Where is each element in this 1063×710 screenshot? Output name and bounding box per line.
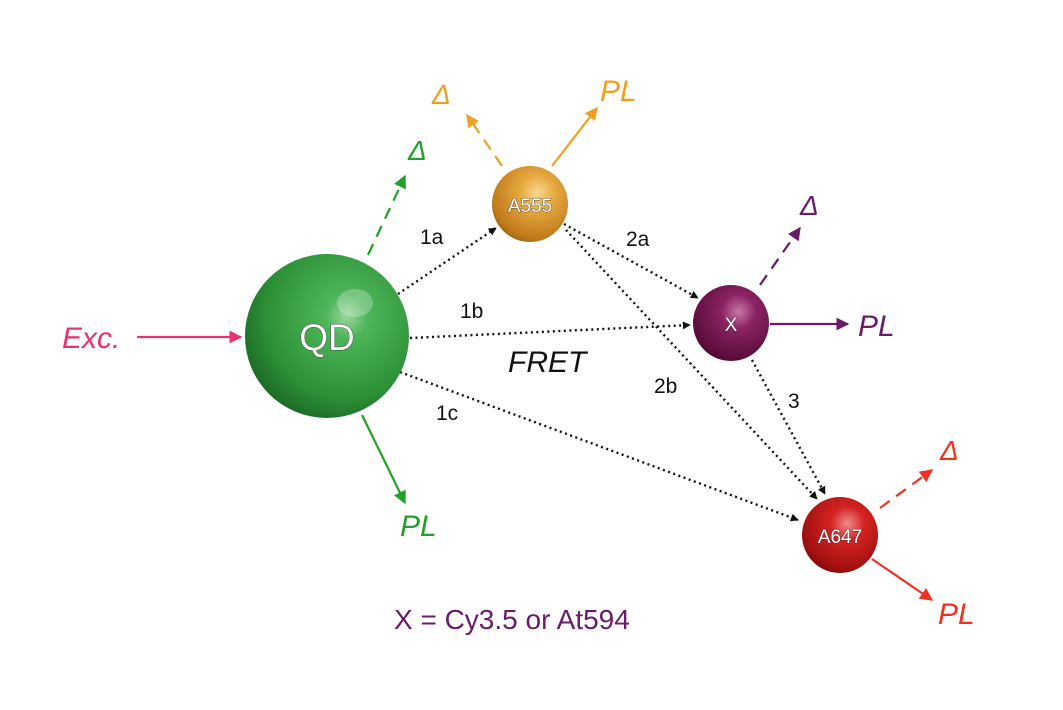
a647-delta-label: Δ: [939, 435, 959, 466]
a647-node: A647: [802, 497, 878, 573]
path-label-1a: 1a: [420, 226, 444, 249]
fret-path-3: [750, 359, 827, 495]
x-delta-label: Δ: [799, 190, 819, 221]
fret-path-1b: [409, 321, 691, 340]
a647-pl-arrow: [871, 558, 934, 601]
path-label-2b: 2b: [654, 375, 677, 398]
qd-pl-arrow: [361, 414, 406, 505]
qd-delta-label: Δ: [407, 135, 427, 166]
fret-path-2b: [565, 229, 818, 500]
a555-node: A555: [492, 166, 568, 242]
a555-pl-arrow: [551, 106, 598, 167]
x-heat-arrow: [759, 226, 801, 286]
a555-pl-label: PL: [600, 75, 637, 108]
path-label-3: 3: [788, 390, 800, 413]
x-node: X: [693, 285, 769, 361]
a647-label: A647: [818, 527, 862, 548]
a647-heat-arrow: [879, 469, 934, 509]
x-label: X: [725, 315, 738, 336]
qd-node: QD: [245, 254, 409, 418]
legend-text: X = Cy3.5 or At594: [394, 604, 630, 635]
path-label-1c: 1c: [436, 402, 458, 425]
a555-delta-label: Δ: [431, 79, 451, 110]
qd-heat-arrow: [367, 174, 406, 256]
qd-label: QD: [299, 317, 355, 358]
a555-heat-arrow: [466, 113, 503, 167]
fret-label: FRET: [508, 346, 589, 379]
path-label-1b: 1b: [460, 300, 483, 323]
fret-path-2a: [563, 222, 699, 300]
qd-pl-label: PL: [400, 510, 437, 543]
x-pl-label: PL: [858, 310, 895, 343]
a555-label: A555: [508, 196, 552, 217]
path-label-2a: 2a: [626, 228, 650, 251]
fret-path-1c: [399, 370, 799, 522]
excitation-label: Exc.: [62, 322, 120, 355]
fret-path-1a: [397, 227, 497, 295]
a647-pl-label: PL: [938, 598, 975, 631]
